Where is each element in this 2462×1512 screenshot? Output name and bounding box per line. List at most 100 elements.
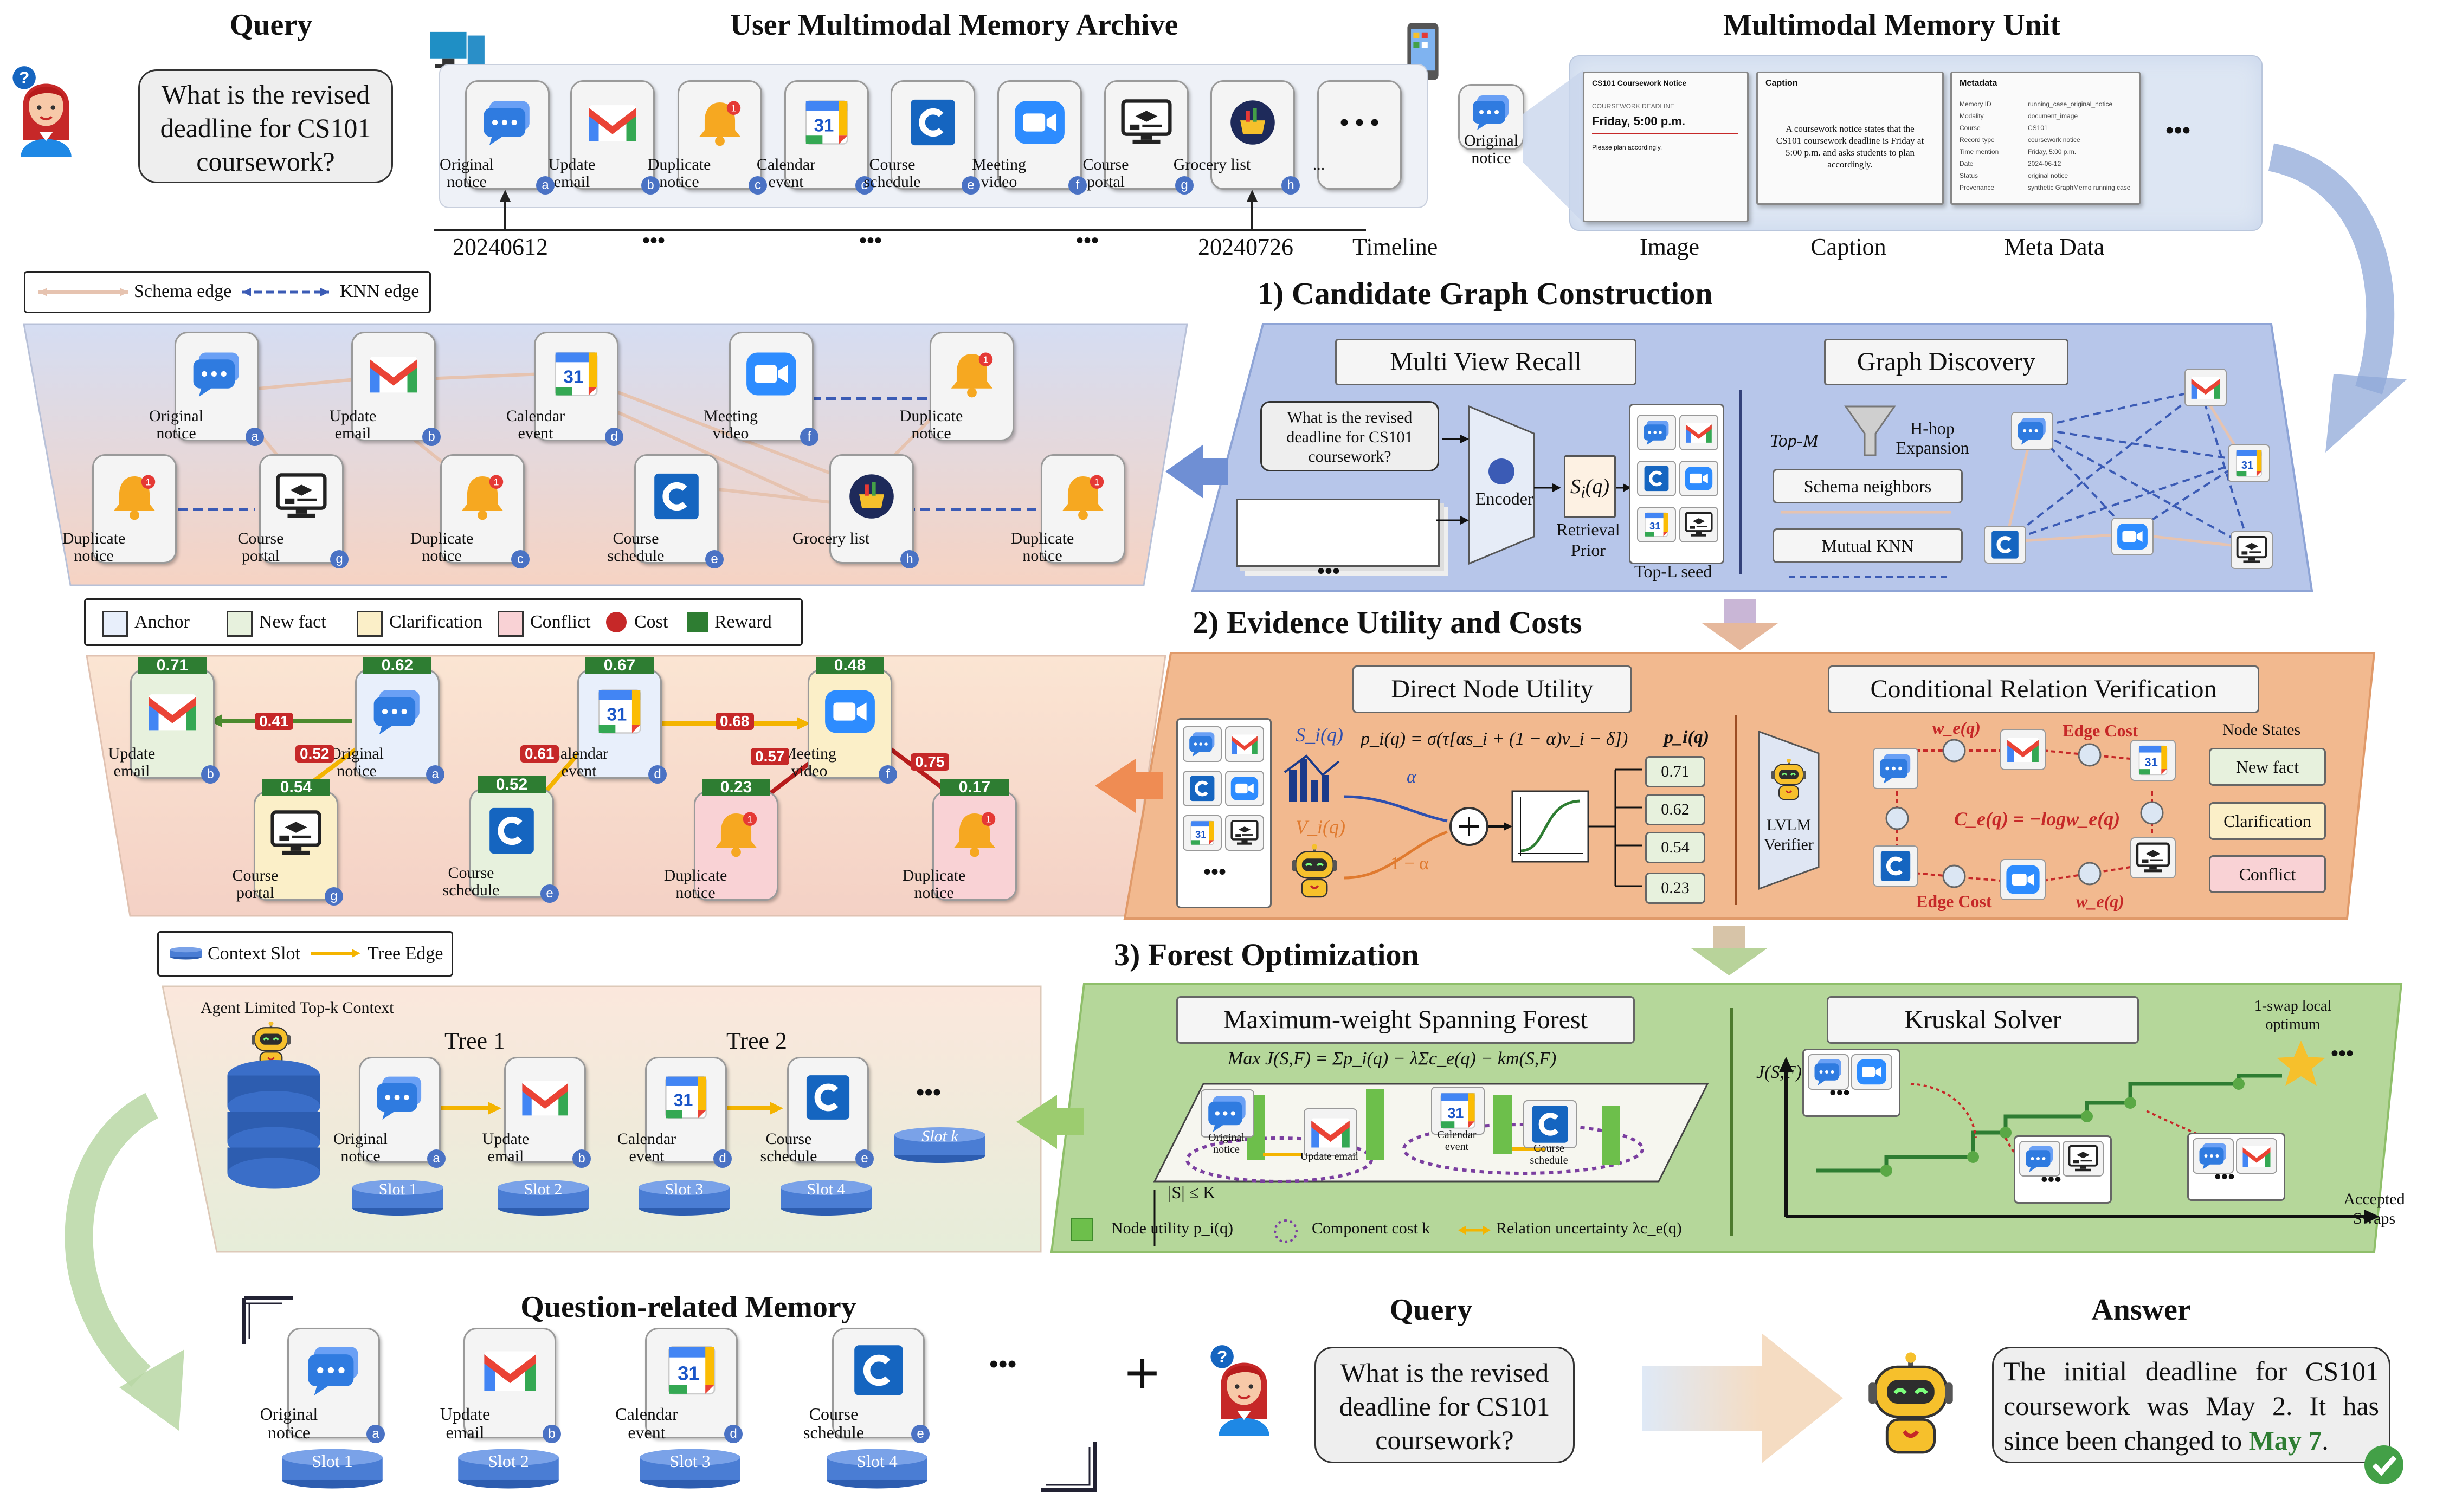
tile-badge: a (427, 1149, 446, 1168)
portal-icon (2231, 531, 2273, 569)
legend-cost-swatch (606, 612, 627, 632)
portal-icon (1225, 815, 1264, 851)
bottom-query-bubble: What is the revised deadline for CS101 c… (1314, 1347, 1575, 1463)
meta-key: Date (1960, 160, 1974, 167)
legend-lines (38, 288, 329, 296)
video-icon (1015, 101, 1065, 144)
legend-newfact: New fact (259, 612, 326, 632)
archive-item-8[interactable]: ... (1313, 80, 1402, 190)
tile-label: Course portal (237, 529, 284, 565)
tile-label: Duplicate notice (663, 867, 727, 902)
tile-label: Calendar event (756, 156, 816, 191)
legend-cost: Cost (634, 612, 668, 632)
grocery-icon (1230, 100, 1275, 145)
graph-node-4[interactable]: Duplicate notice (900, 332, 1014, 442)
mutual-knn-box: Mutual KNN (1773, 528, 1963, 563)
bell-icon (1062, 475, 1104, 520)
state-conflict: Conflict (2209, 855, 2326, 893)
schema-neighbors-box: Schema neighbors (1773, 469, 1963, 503)
graph-node-5[interactable]: Duplicate notice (1011, 454, 1125, 565)
qmem-slot-label: Slot 4 (856, 1451, 898, 1471)
graph-node-10[interactable]: Duplicate notice (62, 454, 177, 565)
chat-icon (484, 101, 530, 146)
cost-formula: C_e(q) = −logw_e(q) (1954, 808, 2121, 830)
calendar-icon (1431, 1087, 1485, 1135)
forest-item-0[interactable]: Original notice a (333, 1057, 446, 1168)
tile-label: Course schedule (442, 864, 500, 899)
tile-label: Calendar event (549, 745, 609, 780)
tile-score: 0.17 (940, 779, 1009, 796)
course-icon (801, 1067, 855, 1128)
tile-score: 0.62 (363, 657, 431, 674)
course-icon (1523, 1100, 1577, 1148)
tile-label: Duplicate notice (899, 407, 963, 442)
evidence-node-6[interactable]: Duplicate notice 0.23 (664, 779, 778, 902)
tile-badge: g (1175, 176, 1194, 195)
video-icon (1851, 1054, 1892, 1090)
tile-score: 0.23 (702, 779, 770, 796)
section3-legend: Context Slot Tree Edge (157, 931, 453, 977)
tile-badge: e (911, 1425, 930, 1443)
tile-label: Original notice (333, 1130, 388, 1165)
timeline-ellipsis-3: ••• (1076, 228, 1099, 253)
answer-suffix: . (2322, 1425, 2329, 1456)
tile-badge: d (713, 1149, 732, 1168)
score-label: S (1570, 475, 1581, 498)
chat-icon (308, 1347, 358, 1395)
answer-robot-icon (1865, 1352, 1957, 1461)
tile-label: Original notice (440, 156, 494, 191)
qmem-dots: ••• (989, 1350, 1017, 1379)
portal-icon (1679, 507, 1718, 542)
legend-anchor-swatch (102, 611, 128, 637)
tile-label: Update email (108, 745, 156, 780)
unit-view-caption: Caption (1810, 234, 1886, 260)
recall-dots: ••• (1317, 559, 1340, 583)
course-icon (905, 91, 961, 154)
unit-item-tile[interactable]: Original notice (1458, 84, 1524, 167)
state-new-fact: New fact (2209, 748, 2326, 786)
tile-badge: e (540, 884, 559, 903)
unit-caption-card: Caption A coursework notice states that … (1756, 72, 1944, 205)
course-icon (1873, 845, 1918, 887)
kruskal-title: Kruskal Solver (1827, 996, 2139, 1044)
meta-value: running_case_original_notice (2028, 100, 2113, 108)
qmem-title: Question-related Memory (520, 1290, 856, 1324)
context-slot-label: Slot 2 (524, 1180, 563, 1198)
meta-key: Modality (1960, 112, 1984, 120)
chat-icon (2193, 1138, 2234, 1174)
kruskal-x-axis: Accepted Swaps (2343, 1190, 2405, 1227)
gmail-icon (522, 1081, 568, 1116)
legend-component-cost: Component cost k (1312, 1219, 1430, 1237)
verifier-bot-icon (1770, 759, 1807, 800)
